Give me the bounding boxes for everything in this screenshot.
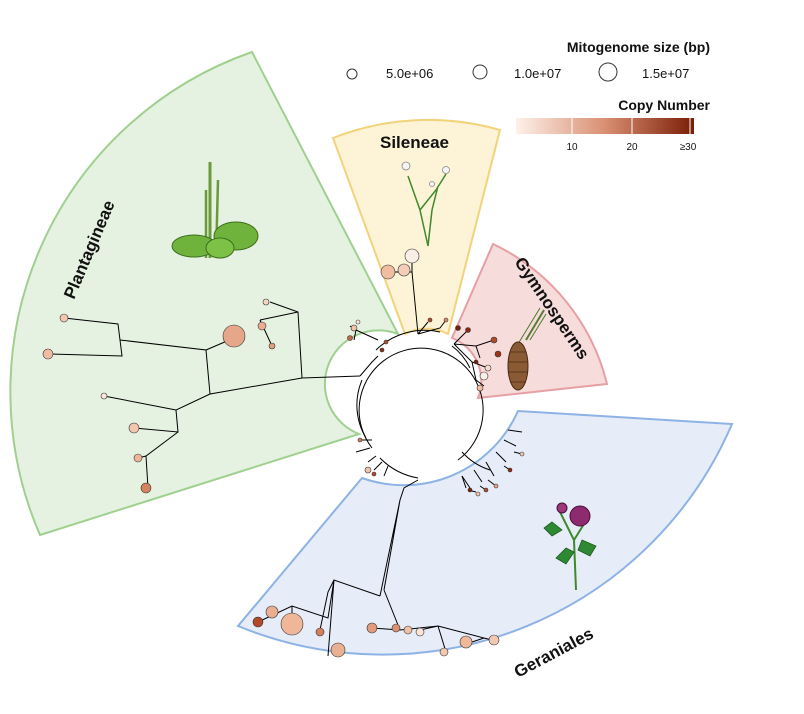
color-legend-gradient (516, 118, 694, 134)
silene-plant-icon (401, 161, 450, 247)
tip (280, 612, 304, 636)
tip (364, 466, 372, 474)
tip (427, 317, 433, 323)
tree-backbone (355, 329, 523, 489)
tip (455, 325, 461, 331)
tip (100, 392, 108, 400)
tip (488, 634, 500, 646)
tip (140, 482, 152, 494)
tip (473, 359, 479, 365)
sector-plantagineae (9, 50, 401, 537)
sector-sileneae (331, 118, 502, 336)
tip (493, 483, 499, 489)
plantago-plant-icon (171, 162, 259, 259)
tip (494, 350, 502, 358)
tip (133, 453, 143, 463)
tip (315, 627, 325, 637)
size-legend-marker (472, 64, 488, 80)
tips-sileneae (380, 248, 461, 331)
tip (265, 605, 279, 619)
tips-ring (357, 437, 377, 477)
tip (443, 317, 449, 323)
tip (484, 364, 492, 372)
size-legend-label: 5.0e+06 (386, 66, 433, 81)
tip (483, 487, 489, 493)
tip (465, 327, 471, 333)
tip (379, 347, 385, 353)
color-legend-title: Copy Number (618, 97, 710, 113)
size-legend-marker (598, 62, 618, 82)
tip (403, 625, 413, 635)
tip (519, 451, 525, 457)
tip (350, 324, 358, 332)
tip (383, 339, 389, 345)
tip (476, 384, 484, 392)
clade-label-sileneae: Sileneae (380, 133, 449, 152)
tip (404, 248, 420, 264)
tip (222, 324, 246, 348)
geranium-flower-icon (543, 502, 597, 591)
tip (268, 342, 276, 350)
color-legend-tick: 10 (566, 142, 578, 153)
tip (42, 348, 54, 360)
sector-geraniales (236, 409, 734, 656)
tip (391, 623, 401, 633)
tip (262, 298, 270, 306)
tip (397, 263, 411, 277)
tip (475, 491, 481, 497)
tips-plantagineae (42, 298, 389, 494)
clade-label-geraniales: Geraniales (511, 624, 597, 682)
conifer-cone-icon (507, 307, 547, 391)
color-legend-tick: ≥30 (680, 142, 697, 153)
sector-gymnosperms (450, 242, 609, 400)
subtree-sileneae (388, 256, 447, 335)
size-legend: Mitogenome size (bp) 5.0e+06 1.0e+07 1.5… (346, 39, 710, 82)
tip (507, 467, 513, 473)
tip (59, 313, 69, 323)
color-legend: Copy Number 10 20 ≥30 (516, 97, 711, 153)
tip (479, 371, 489, 381)
tip (128, 422, 140, 434)
tip (490, 336, 498, 344)
tip (366, 622, 378, 634)
tip (257, 321, 267, 331)
tip (459, 635, 473, 649)
tip (330, 642, 346, 658)
tips-gymnosperms (465, 327, 502, 392)
subtree-gymnosperms (453, 329, 495, 387)
tip (380, 264, 396, 280)
tip (439, 647, 449, 657)
color-legend-tick: 20 (626, 142, 638, 153)
size-legend-label: 1.5e+07 (642, 66, 689, 81)
size-legend-label: 1.0e+07 (514, 66, 561, 81)
size-legend-title: Mitogenome size (bp) (567, 39, 710, 55)
tip (371, 471, 377, 477)
tips-geraniales (252, 451, 525, 658)
tip (357, 437, 363, 443)
tip (415, 627, 425, 637)
size-legend-marker (346, 68, 358, 80)
tip (355, 319, 361, 325)
tip (467, 487, 473, 493)
tip (252, 616, 264, 628)
tip (347, 335, 353, 341)
